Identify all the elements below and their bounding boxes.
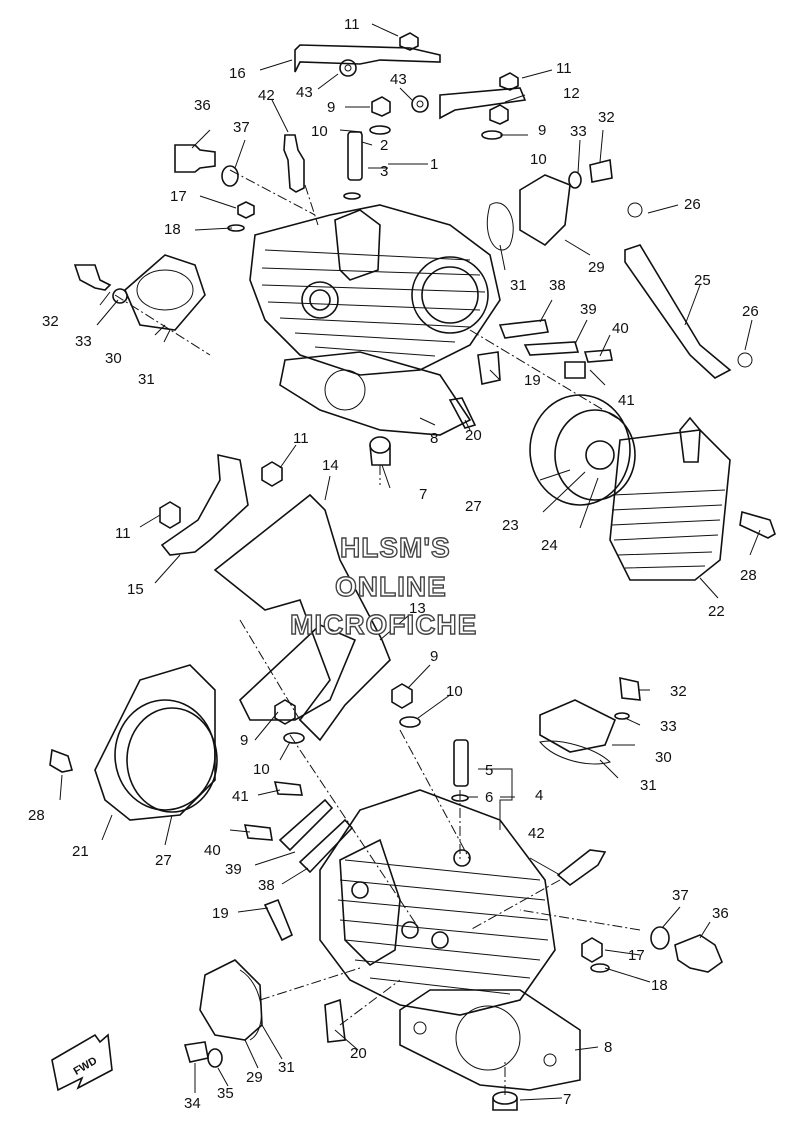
callout-20: 20 xyxy=(350,1045,367,1062)
callout-7: 7 xyxy=(563,1091,571,1108)
callout-32: 32 xyxy=(598,109,615,126)
callout-14: 14 xyxy=(322,457,339,474)
callout-11: 11 xyxy=(556,60,572,77)
callout-35: 35 xyxy=(217,1085,234,1102)
callout-37: 37 xyxy=(672,887,689,904)
callout-33: 33 xyxy=(75,333,92,350)
callout-10: 10 xyxy=(446,683,463,700)
callout-10: 10 xyxy=(530,151,547,168)
callout-31: 31 xyxy=(278,1059,295,1076)
callout-11: 11 xyxy=(344,16,360,33)
callout-17: 17 xyxy=(170,188,187,205)
callout-6: 6 xyxy=(485,789,493,806)
middle-bracket-assembly xyxy=(159,453,421,744)
callout-31: 31 xyxy=(138,371,155,388)
callout-34: 34 xyxy=(184,1095,201,1112)
callout-27: 27 xyxy=(465,498,482,515)
watermark-line-2: ONLINE xyxy=(335,571,447,602)
callout-36: 36 xyxy=(712,905,729,922)
callout-11: 11 xyxy=(293,430,309,447)
callout-18: 18 xyxy=(164,221,181,238)
callout-36: 36 xyxy=(194,97,211,114)
callout-38: 38 xyxy=(549,277,566,294)
callout-30: 30 xyxy=(655,749,672,766)
callout-4: 4 xyxy=(535,787,543,804)
callout-3: 3 xyxy=(380,163,388,180)
callout-40: 40 xyxy=(612,320,629,337)
callout-8: 8 xyxy=(604,1039,612,1056)
callout-9: 9 xyxy=(327,99,335,116)
callout-30: 30 xyxy=(105,350,122,367)
callout-27: 27 xyxy=(155,852,172,869)
callout-19: 19 xyxy=(524,372,541,389)
fwd-label: FWD xyxy=(72,1055,100,1078)
callout-28: 28 xyxy=(740,567,757,584)
callout-15: 15 xyxy=(127,581,144,598)
callout-33: 33 xyxy=(570,123,587,140)
callout-42: 42 xyxy=(258,87,275,104)
callout-8: 8 xyxy=(430,430,438,447)
callout-29: 29 xyxy=(588,259,605,276)
callout-31: 31 xyxy=(640,777,657,794)
callout-37: 37 xyxy=(233,119,250,136)
callout-28: 28 xyxy=(28,807,45,824)
callout-42: 42 xyxy=(528,825,545,842)
callout-9: 9 xyxy=(538,122,546,139)
callout-39: 39 xyxy=(225,861,242,878)
callout-41: 41 xyxy=(618,392,635,409)
callout-1: 1 xyxy=(430,156,438,173)
callout-9: 9 xyxy=(240,732,248,749)
callout-10: 10 xyxy=(311,123,328,140)
callout-5: 5 xyxy=(485,762,493,779)
callout-18: 18 xyxy=(651,977,668,994)
callout-22: 22 xyxy=(708,603,725,620)
callout-21: 21 xyxy=(72,843,89,860)
callout-26: 26 xyxy=(684,196,701,213)
callout-29: 29 xyxy=(246,1069,263,1086)
callout-38: 38 xyxy=(258,877,275,894)
callout-13: 13 xyxy=(409,600,426,617)
callout-40: 40 xyxy=(204,842,221,859)
callout-9: 9 xyxy=(430,648,438,665)
callout-11: 11 xyxy=(115,525,131,542)
callout-32: 32 xyxy=(670,683,687,700)
callout-32: 32 xyxy=(42,313,59,330)
callout-31: 31 xyxy=(510,277,527,294)
callout-23: 23 xyxy=(502,517,519,534)
callout-12: 12 xyxy=(563,85,580,102)
callout-24: 24 xyxy=(541,537,558,554)
callout-16: 16 xyxy=(229,65,246,82)
upper-cylinder-head-assembly xyxy=(73,32,776,581)
leader-lines xyxy=(59,23,761,1101)
callout-2: 2 xyxy=(380,137,388,154)
callout-20: 20 xyxy=(465,427,482,444)
callout-43: 43 xyxy=(390,71,407,88)
callout-26: 26 xyxy=(742,303,759,320)
fwd-direction-arrow: FWD xyxy=(51,1033,113,1092)
watermark-line-1: HLSM'S xyxy=(340,532,451,563)
part-callouts: 11 16 43 43 11 42 9 12 36 37 10 2 9 33 3… xyxy=(28,16,759,1112)
watermark: HLSM'S ONLINE MICROFICHE xyxy=(289,531,477,640)
callout-39: 39 xyxy=(580,301,597,318)
callout-41: 41 xyxy=(232,788,249,805)
lower-cylinder-head-assembly xyxy=(49,664,723,1111)
callout-10: 10 xyxy=(253,761,270,778)
callout-19: 19 xyxy=(212,905,229,922)
callout-7: 7 xyxy=(419,486,427,503)
callout-33: 33 xyxy=(660,718,677,735)
callout-17: 17 xyxy=(628,947,645,964)
watermark-line-3: MICROFICHE xyxy=(290,609,477,640)
callout-25: 25 xyxy=(694,272,711,289)
callout-43: 43 xyxy=(296,84,313,101)
